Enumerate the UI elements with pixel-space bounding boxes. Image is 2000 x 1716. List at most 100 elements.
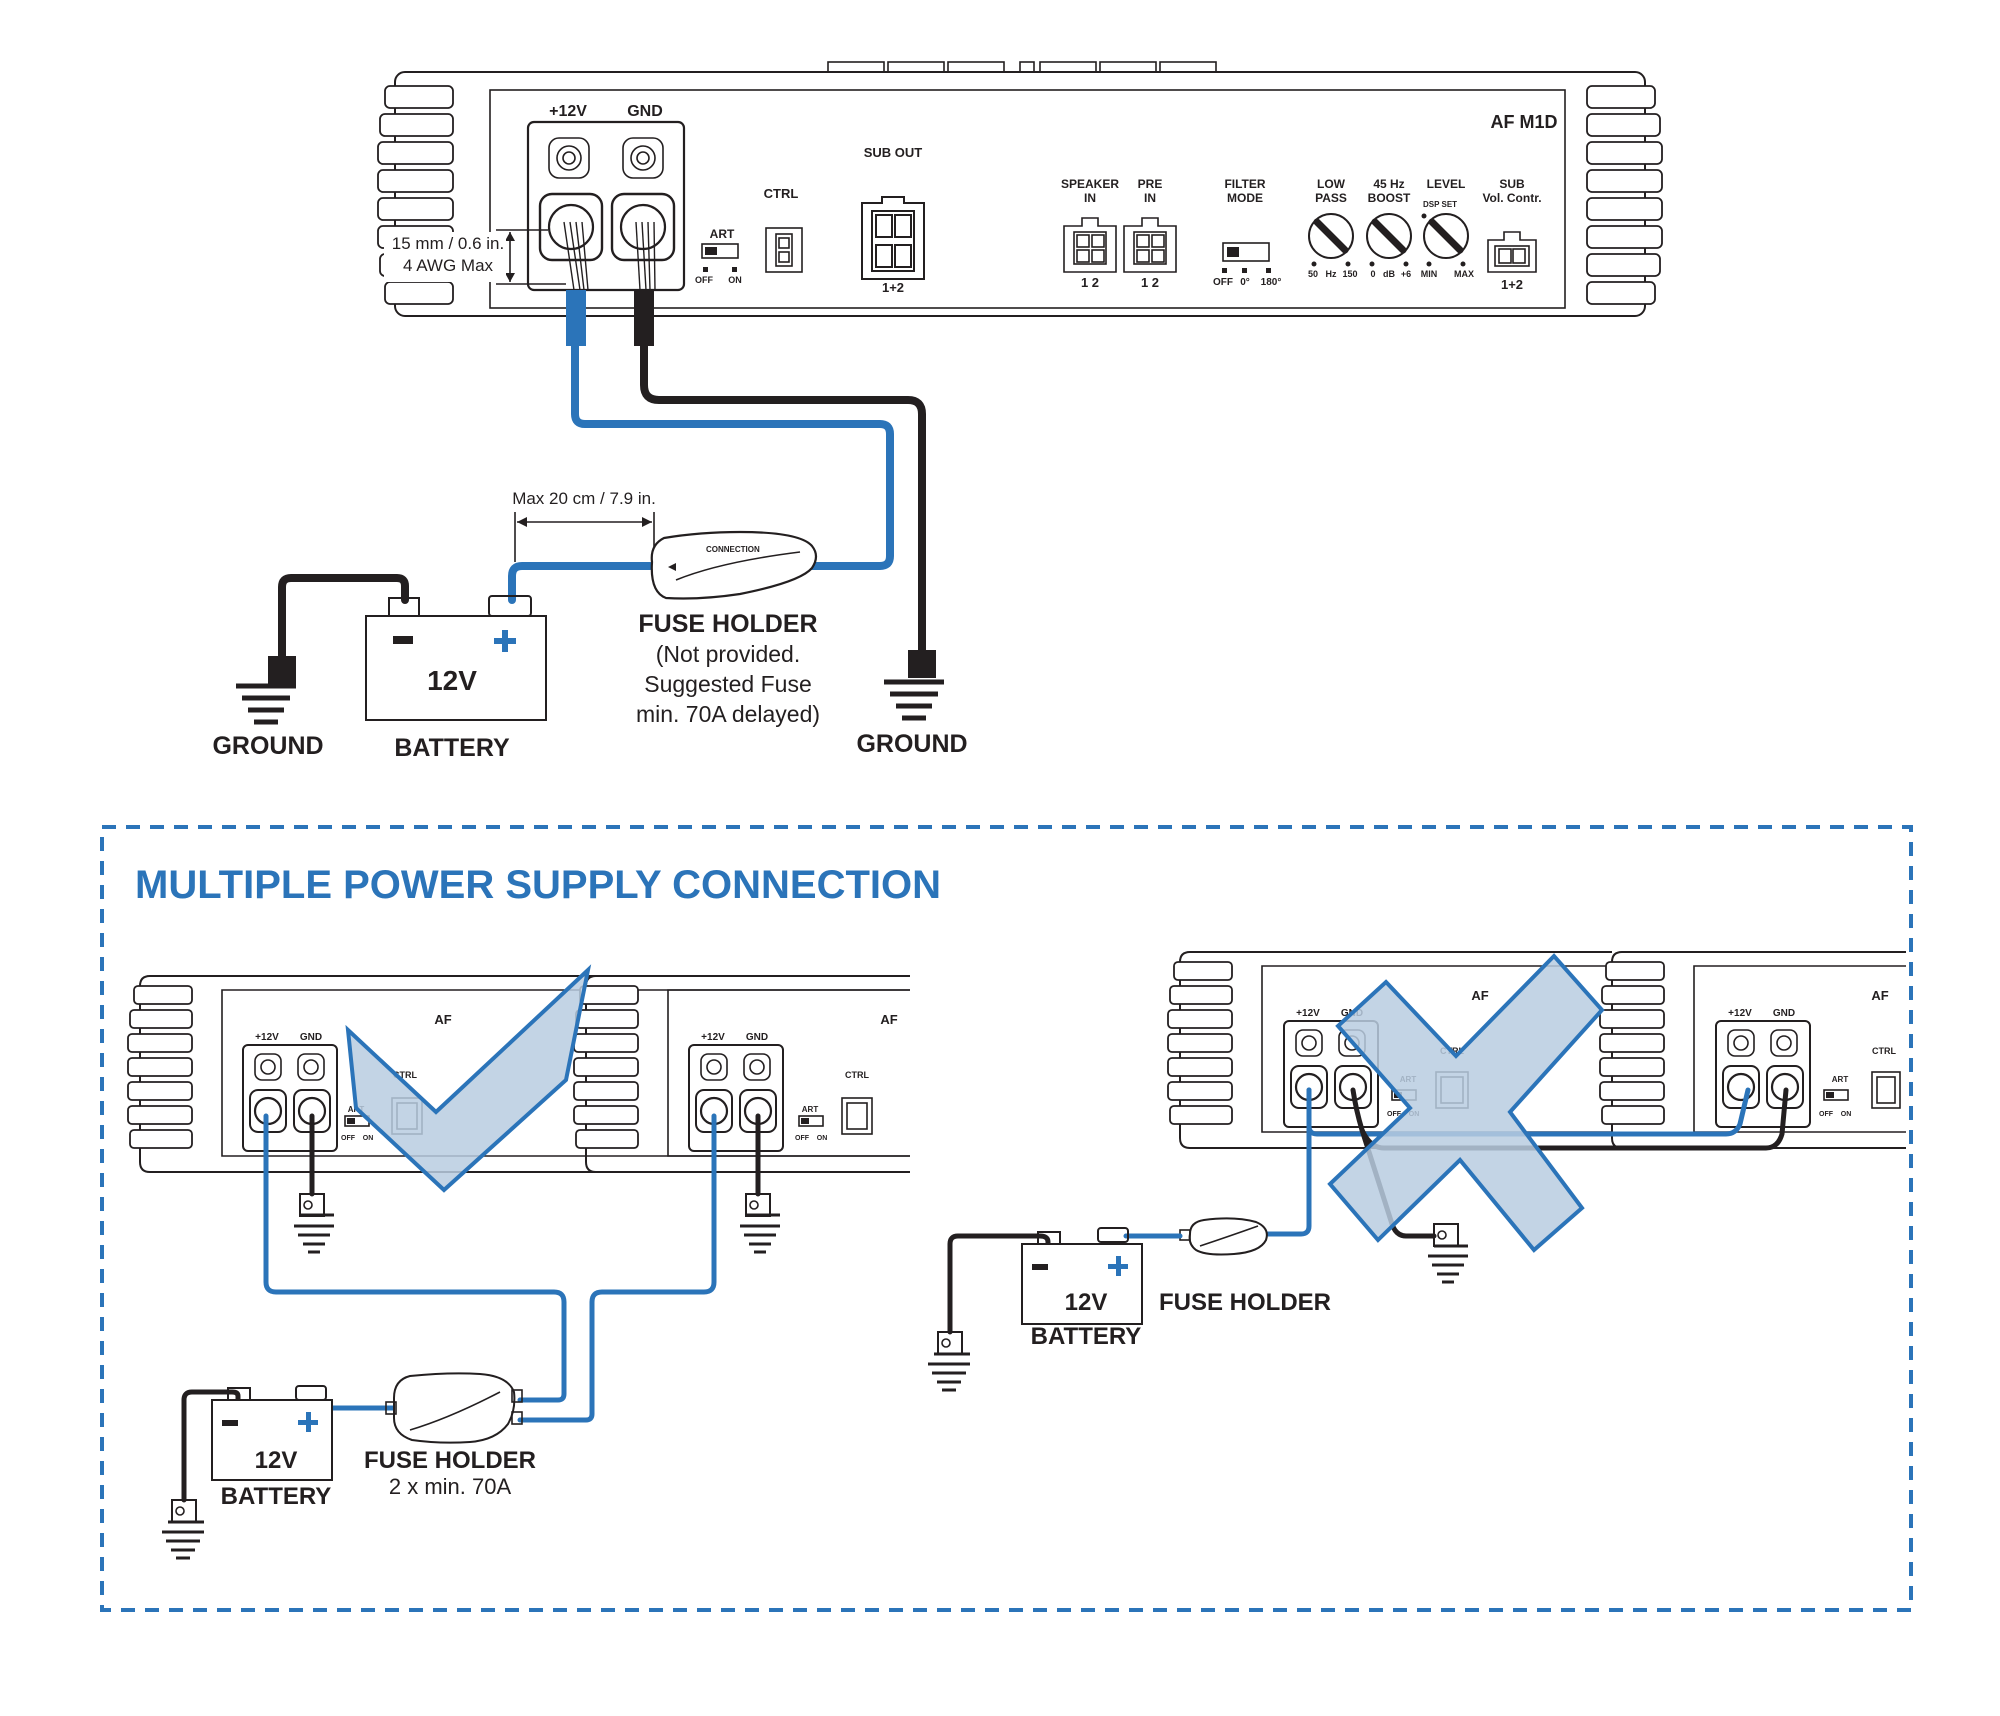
multiple-title: MULTIPLE POWER SUPPLY CONNECTION — [135, 863, 941, 907]
mini-amp-4: AF +12V GND ART OFF ON CTRL — [1599, 951, 1906, 1149]
mini-amp-4-art-off: OFF — [1819, 1111, 1834, 1118]
boost-knob[interactable] — [1366, 213, 1412, 259]
speaker-in-port[interactable] — [1063, 217, 1117, 273]
pre-in-line1: PRE — [1138, 177, 1163, 191]
sub-vol-port[interactable] — [1487, 231, 1537, 273]
low-pass-line1: LOW — [1317, 177, 1346, 191]
low-pass-knob[interactable] — [1308, 213, 1354, 259]
mini-amp-4-gnd: GND — [1773, 1008, 1795, 1019]
check-mark-icon — [345, 964, 592, 1193]
filter-180: 180° — [1261, 277, 1282, 288]
filter-mode-switch[interactable] — [1222, 242, 1270, 262]
fuse-brand: CONNECTION — [706, 545, 760, 554]
sub-vol-line1: SUB — [1499, 177, 1525, 191]
mini-amp-1: AF +12V GND ART OFF ON CTRL — [127, 975, 910, 1173]
level-dsp-set: DSP SET — [1423, 200, 1457, 209]
art-on: ON — [728, 275, 742, 285]
multi-left-battery-label: BATTERY — [221, 1483, 332, 1510]
terminal-screw-gnd — [622, 137, 664, 179]
low-pass-max: 150 — [1342, 269, 1357, 279]
battery-multi-left: 12V — [162, 1385, 333, 1560]
fuse-note-1: (Not provided. — [656, 641, 800, 667]
multi-incorrect-example: AF +12V GND ART OFF ON CTRL — [928, 951, 1906, 1392]
sub-vol-line2: Vol. Contr. — [1482, 191, 1541, 205]
art-label: ART — [710, 227, 735, 241]
mini-amp-2-ctrl: CTRL — [845, 1070, 869, 1080]
mini-amp-4-plus: +12V — [1728, 1008, 1752, 1019]
sub-vol-sub: 1+2 — [1501, 277, 1523, 292]
sub-out-sub: 1+2 — [882, 280, 904, 295]
mini-amp-2-art: ART — [802, 1105, 819, 1114]
boost-line1: 45 Hz — [1373, 177, 1404, 191]
filter-mode-line1: FILTER — [1224, 177, 1265, 191]
speaker-in-line2: IN — [1084, 191, 1096, 205]
mini-amp-3-art-off: OFF — [1387, 1111, 1402, 1118]
filter-mode-line2: MODE — [1227, 191, 1263, 205]
filter-0: 0° — [1240, 277, 1250, 288]
multi-left-fuse-title: FUSE HOLDER — [364, 1447, 536, 1474]
fuse-holder-single — [1179, 1217, 1268, 1256]
multiple-supply-frame — [100, 825, 1913, 1612]
mini-amp-1-label: AF — [434, 1012, 451, 1027]
mini-amp-4-art: ART — [1832, 1075, 1849, 1084]
cable-size-line2: 4 AWG Max — [403, 256, 494, 275]
multi-right-battery-voltage: 12V — [1065, 1289, 1108, 1316]
top-wiring: GROUND GROUND 12V BATTERY — [212, 290, 968, 762]
filter-off: OFF — [1213, 277, 1233, 288]
mini-amp-2-art-off: OFF — [795, 1135, 810, 1142]
max-distance-dimension: Max 20 cm / 7.9 in. — [512, 489, 656, 562]
multi-left-fuse-note: 2 x min. 70A — [389, 1474, 512, 1499]
fuse-holder-double — [385, 1372, 523, 1444]
level-min: MIN — [1421, 269, 1438, 279]
sleeve-gnd — [634, 290, 654, 346]
mini-amp-4-label: AF — [1871, 988, 1888, 1003]
mini-amp-2-label: AF — [880, 1012, 897, 1027]
fuse-title: FUSE HOLDER — [638, 610, 817, 638]
level-knob[interactable] — [1423, 213, 1469, 259]
pre-in-port[interactable] — [1123, 217, 1177, 273]
low-pass-min: 50 — [1308, 269, 1318, 279]
boost-min: 0 — [1370, 269, 1375, 279]
art-switch[interactable] — [701, 243, 739, 259]
wire-battery-ground — [278, 574, 409, 672]
art-off: OFF — [695, 275, 713, 285]
mini-amp-2: AF +12V GND ART OFF ON CTRL — [573, 975, 910, 1173]
mini-amp-3-plus: +12V — [1296, 1008, 1320, 1019]
heatsink-fins-right — [1586, 85, 1663, 305]
ground-left-label: GROUND — [212, 732, 323, 760]
wire-fuse-to-battery — [508, 562, 654, 604]
mini-amp-1-ctrl: CTRL — [393, 1070, 417, 1080]
battery-main: 12V — [365, 595, 547, 721]
wire-ground — [640, 296, 926, 664]
boost-unit: dB — [1383, 269, 1395, 279]
level-label: LEVEL — [1427, 177, 1466, 191]
mini-amp-3-label: AF — [1471, 988, 1488, 1003]
low-pass-line2: PASS — [1315, 191, 1347, 205]
mini-amp-4-ctrl: CTRL — [1872, 1046, 1896, 1056]
speaker-in-line1: SPEAKER — [1061, 177, 1119, 191]
battery-minus-icon — [393, 636, 413, 644]
terminal-screw-plus — [548, 137, 590, 179]
gnd-label: GND — [627, 103, 663, 120]
pre-in-nums: 1 2 — [1141, 275, 1159, 290]
fuse-note-2: Suggested Fuse — [644, 671, 812, 697]
cross-mark-icon — [1327, 953, 1605, 1253]
ground-right-label: GROUND — [856, 730, 967, 758]
plus12v-label: +12V — [549, 103, 587, 120]
low-pass-unit: Hz — [1326, 269, 1337, 279]
cable-size-dimension: 15 mm / 0.6 in. 4 AWG Max — [384, 229, 566, 285]
mini-amp-1-gnd: GND — [300, 1032, 322, 1043]
ground-symbol-right — [884, 679, 944, 721]
sub-out-port[interactable] — [861, 196, 925, 280]
ctrl-label: CTRL — [764, 186, 799, 201]
ctrl-port[interactable] — [765, 227, 803, 273]
sub-out-label: SUB OUT — [864, 145, 923, 160]
multi-right-battery-label: BATTERY — [1031, 1323, 1142, 1350]
level-max: MAX — [1454, 269, 1474, 279]
battery-voltage: 12V — [427, 665, 477, 696]
fuse-note-3: min. 70A delayed) — [636, 701, 820, 727]
boost-line2: BOOST — [1368, 191, 1411, 205]
multi-correct-example: AF +12V GND ART OFF ON CTRL — [127, 964, 910, 1560]
amp-model-label: AF M1D — [1491, 112, 1558, 132]
